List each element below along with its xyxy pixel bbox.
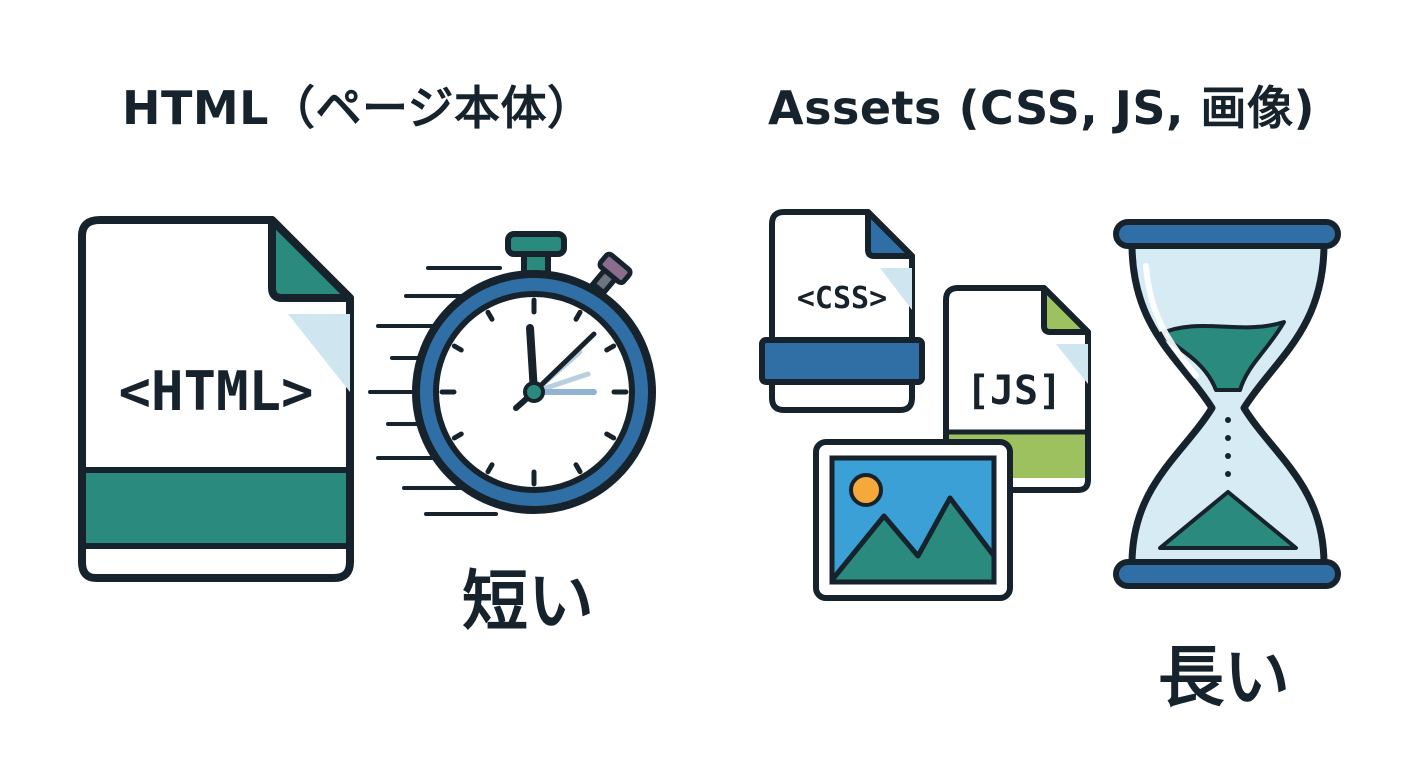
assets-section-title: Assets (CSS, JS, 画像)	[768, 81, 1316, 135]
stopwatch-tick	[604, 431, 617, 441]
js-file-tag: [JS]	[966, 368, 1062, 414]
stopwatch-tick	[573, 309, 583, 322]
stopwatch-tick	[451, 431, 464, 441]
stopwatch-tick	[604, 343, 617, 353]
html-section-title: HTML（ページ本体）	[122, 81, 594, 135]
css-file-icon: <CSS>	[759, 209, 925, 413]
long-duration-label: 長い	[1158, 639, 1290, 716]
image-file-icon	[813, 439, 1013, 601]
stopwatch-tick	[485, 462, 495, 475]
css-file-tag: <CSS>	[797, 281, 887, 316]
html-file-tag: <HTML>	[118, 360, 313, 423]
stopwatch-tick	[573, 462, 583, 475]
hourglass-icon	[1113, 219, 1341, 589]
stopwatch-icon	[368, 231, 656, 516]
html-file-icon: <HTML>	[78, 216, 354, 582]
stopwatch-tick	[485, 309, 495, 322]
short-duration-label: 短い	[462, 563, 594, 640]
stopwatch-tick	[451, 343, 464, 353]
